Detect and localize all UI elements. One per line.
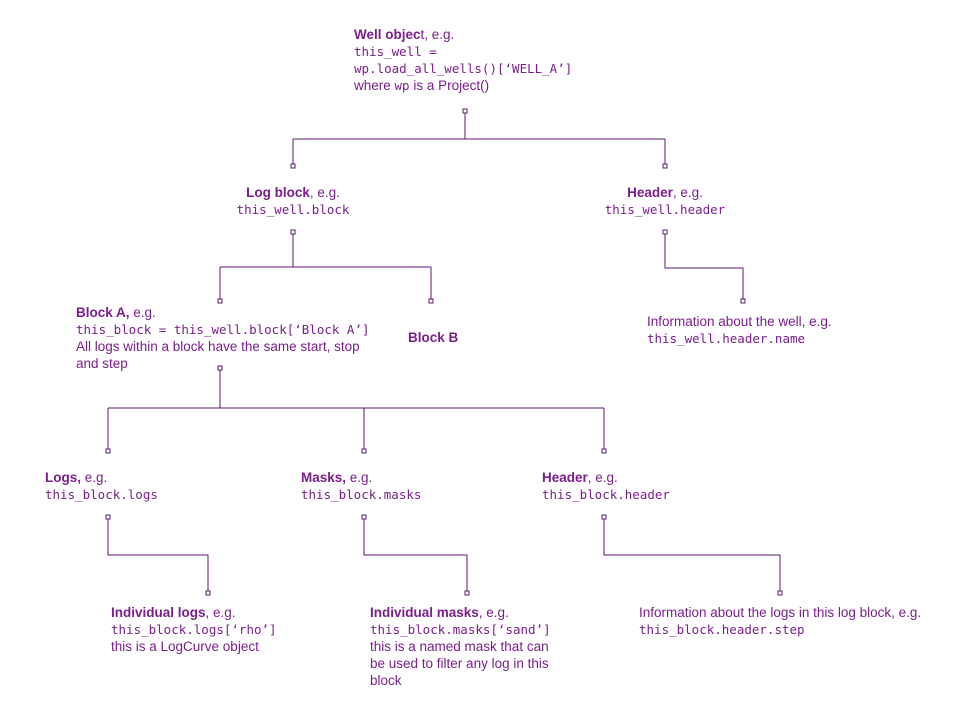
edge-well-to-children: [292, 111, 666, 166]
connector-port: [217, 365, 223, 371]
node-code: wp.load_all_wells()[‘WELL_A’]: [354, 61, 573, 76]
node-title: Individual logs, e.g.: [111, 605, 236, 620]
node-logs: Logs, e.g. this_block.logs: [45, 469, 158, 503]
connector-port: [464, 590, 470, 596]
node-title: Log block, e.g.: [246, 185, 340, 200]
connector-port: [105, 448, 111, 454]
node-code: this_well.header: [604, 202, 726, 217]
node-code: this_block = this_well.block[‘Block A’]: [76, 322, 370, 337]
node-code: this_well.header.name: [647, 331, 806, 346]
connector-port: [428, 298, 434, 304]
connector-port: [205, 590, 211, 596]
node-code: this_well =: [354, 44, 437, 59]
node-well-header-info: Information about the well, e.g. this_we…: [647, 313, 832, 347]
node-code: this_block.header.step: [639, 622, 805, 637]
connector-port: [777, 590, 783, 596]
node-individual-masks: Individual masks, e.g. this_block.masks[…: [370, 604, 551, 689]
node-block-header: Header, e.g. this_block.header: [542, 469, 670, 503]
connector-port: [662, 229, 668, 235]
node-description: block: [370, 673, 402, 688]
node-block-b: Block B: [408, 329, 458, 346]
edge-wellheader-to-info: [664, 232, 744, 301]
edge-blockheader-to-info: [603, 517, 781, 593]
node-title: Logs, e.g.: [45, 470, 108, 485]
node-title: Well object, e.g.: [354, 27, 455, 42]
node-description: this is a named mask that can: [370, 639, 549, 654]
node-log-block: Log block, e.g. this_well.block: [213, 184, 373, 218]
connector-port: [361, 448, 367, 454]
connector-port: [290, 229, 296, 235]
node-well-header: Header, e.g. this_well.header: [575, 184, 755, 218]
node-description: this is a LogCurve object: [111, 639, 259, 654]
node-title: Header, e.g.: [627, 185, 703, 200]
connector-port: [662, 163, 668, 169]
connector-port: [105, 514, 111, 520]
edge-logblock-to-blocks: [219, 232, 432, 301]
node-description: where wp is a Project(): [354, 78, 490, 93]
node-description: All logs within a block have the same st…: [76, 339, 360, 354]
node-code: this_block.header: [542, 487, 670, 502]
edge-masks-to-individual: [363, 517, 468, 593]
node-block-a: Block A, e.g. this_block = this_well.blo…: [76, 304, 370, 372]
node-well-object: Well object, e.g. this_well = wp.load_al…: [354, 26, 572, 94]
node-code: this_well.block: [236, 202, 350, 217]
edge-logs-to-individual: [107, 517, 209, 593]
node-masks: Masks, e.g. this_block.masks: [301, 469, 421, 503]
connector-port: [462, 108, 468, 114]
connector-port: [290, 163, 296, 169]
node-description: be used to filter any log in this: [370, 656, 549, 671]
node-block-header-info: Information about the logs in this log b…: [639, 604, 921, 638]
node-code: this_block.masks: [301, 487, 422, 502]
connector-port: [601, 448, 607, 454]
connector-port: [601, 514, 607, 520]
connector-port: [740, 298, 746, 304]
node-title: Block A, e.g.: [76, 305, 156, 320]
node-code: this_block.masks[‘sand’]: [370, 622, 551, 637]
node-description: Information about the well, e.g.: [647, 314, 832, 329]
node-description: Information about the logs in this log b…: [639, 605, 922, 620]
node-title: Header, e.g.: [542, 470, 618, 485]
node-code: this_block.logs: [45, 487, 158, 502]
edge-blocka-to-children: [107, 368, 605, 451]
node-code: this_block.logs[‘rho’]: [111, 622, 277, 637]
node-title: Masks, e.g.: [301, 470, 373, 485]
node-individual-logs: Individual logs, e.g. this_block.logs[‘r…: [111, 604, 277, 655]
connector-port: [217, 298, 223, 304]
node-description: and step: [76, 356, 128, 371]
node-title: Block B: [408, 330, 459, 345]
node-title: Individual masks, e.g.: [370, 605, 509, 620]
connector-port: [361, 514, 367, 520]
